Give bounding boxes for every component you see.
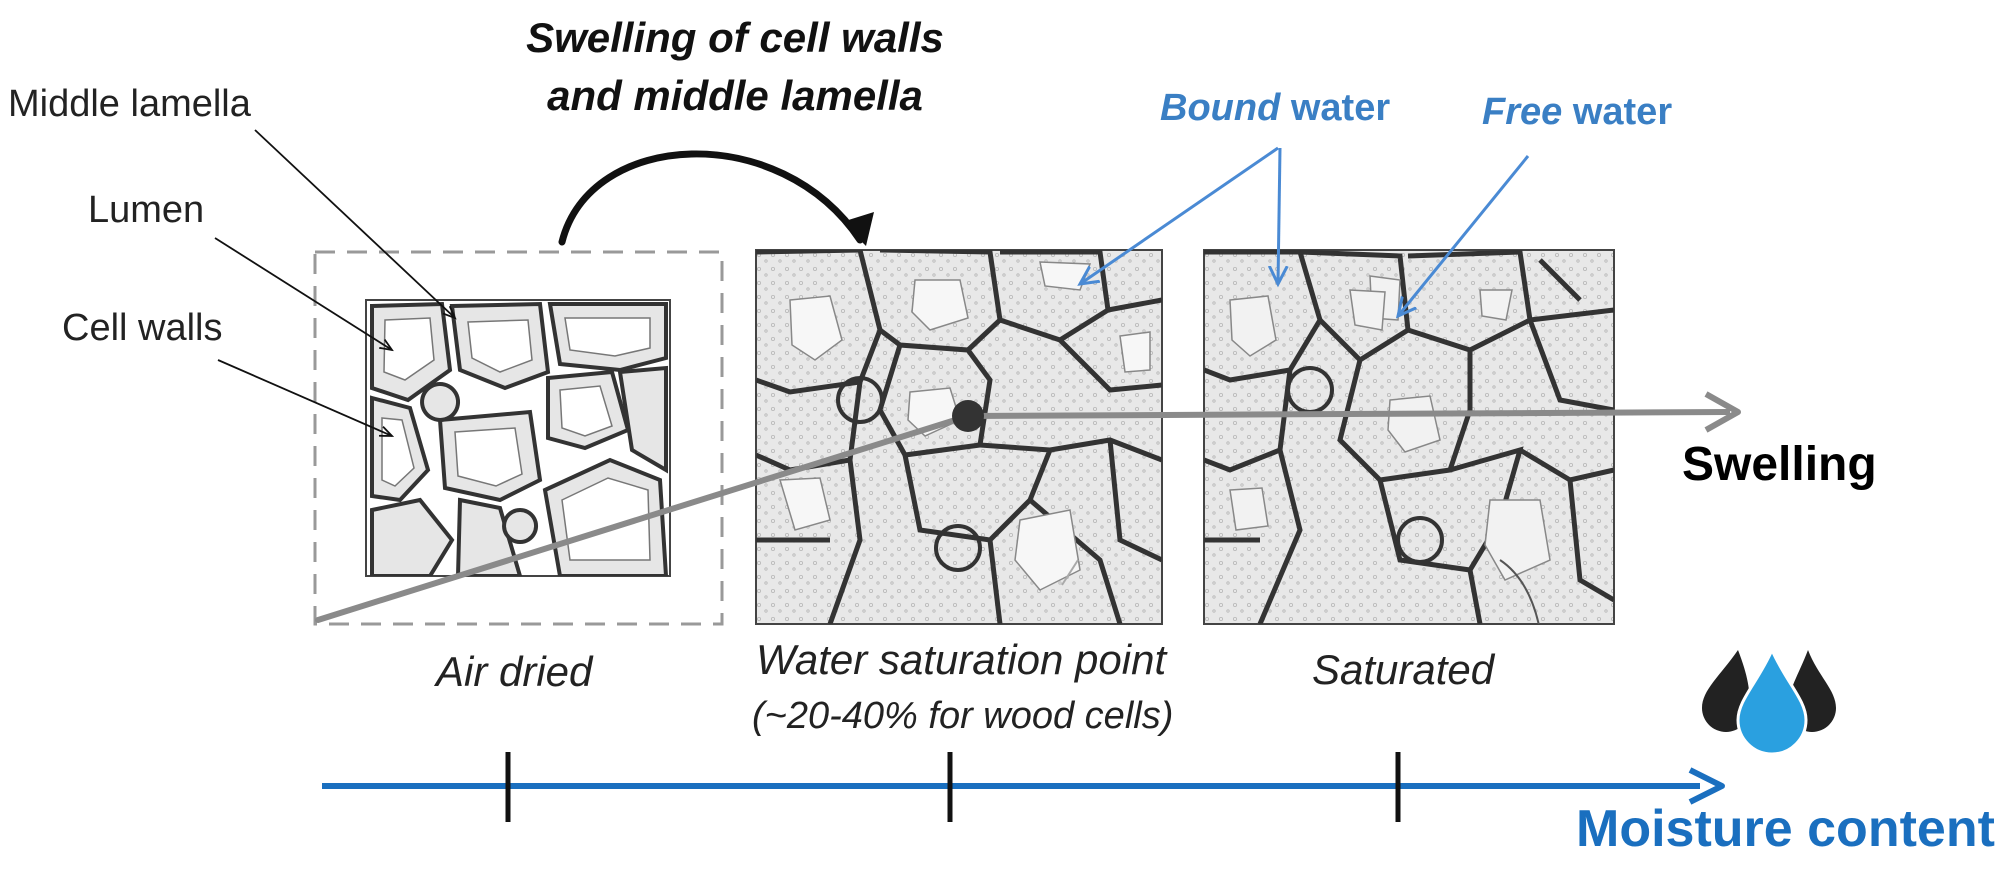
swelling-arrow (315, 391, 1741, 623)
air-dried-label: Air dried (433, 648, 594, 695)
air-dried-dashed-outline (313, 250, 724, 626)
middle-lamella-label: Middle lamella (8, 83, 252, 125)
swelling-label: Swelling (1682, 438, 1877, 491)
lumen-label: Lumen (88, 189, 204, 231)
bound-water-pointer-1 (1080, 146, 1279, 284)
saturated-cells (1204, 250, 1614, 624)
swelling-curved-arrowhead (842, 212, 874, 246)
free-water-pointer (1398, 155, 1530, 316)
free-water-label: Free water (1482, 91, 1672, 133)
free-water-emphasis: Free (1482, 91, 1562, 133)
bound-water-label: Bound water (1160, 87, 1390, 129)
saturated-label: Saturated (1312, 646, 1496, 693)
bound-water-rest: water (1280, 87, 1390, 129)
middle-lamella-pointer (254, 129, 455, 318)
free-water-rest: water (1562, 91, 1672, 133)
bound-water-pointer-2 (1278, 147, 1280, 284)
water-arrows (1080, 146, 1530, 316)
bound-water-emphasis: Bound (1160, 87, 1281, 129)
moisture-content-label: Moisture content (1576, 800, 1995, 858)
moisture-axis (322, 752, 1725, 822)
water-saturation-cells (756, 250, 1162, 624)
cell-walls-label: Cell walls (62, 307, 222, 349)
annotation-arrows (214, 129, 455, 436)
swelling-curved-arrow (558, 150, 864, 246)
saturated-panel (1203, 249, 1615, 625)
swelling-title-line2: and middle lamella (547, 72, 923, 119)
water-saturation-label-line1: Water saturation point (756, 636, 1168, 683)
water-saturation-panel (755, 249, 1163, 625)
swelling-title-line1: Swelling of cell walls (526, 14, 944, 61)
saturation-point-dot (952, 400, 984, 432)
air-dried-panel (313, 250, 724, 626)
water-saturation-label-line2: (~20-40% for wood cells) (752, 695, 1173, 737)
water-drops-icon (1702, 646, 1836, 756)
cell-walls-pointer (217, 359, 392, 436)
air-dried-cells (370, 301, 669, 576)
lumen-pointer (214, 237, 392, 350)
